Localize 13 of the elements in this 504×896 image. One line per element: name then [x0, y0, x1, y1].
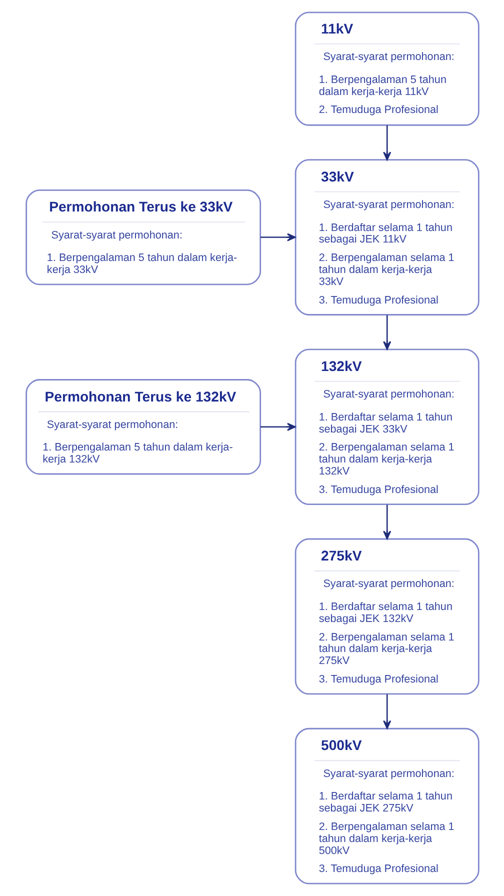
node-box: 11kV Syarat-syarat permohonan: 1. Berpengalaman 5 tahun dalam kerja-kerja 11kV 2. Temuduga Profesional — [294, 12, 479, 126]
arrow — [260, 233, 296, 242]
arrow — [260, 422, 296, 431]
node-box: Permohonan Terus ke 33kV Syarat-syarat permohonan: 1. Berpengalaman 5 tahun dalam kerja-kerja 33kV — [25, 189, 261, 286]
arrow — [382, 125, 391, 160]
arrow — [382, 504, 391, 540]
arrow — [382, 315, 391, 350]
arrow — [382, 694, 391, 729]
node-box: 132kV Syarat-syarat permohonan: 1. Berdaftar selama 1 tahun sebagai JEK 33kV 2. Berpengalaman selama 1 tahun dalam kerja-kerja 132kV 3. Temuduga Profesional — [294, 348, 479, 506]
node-box: 500kV Syarat-syarat permohonan: 1. Berdaftar selama 1 tahun sebagai JEK 275kV 2. Berpengalaman selama 1 tahun dalam kerja-kerja 500kV 3. Temuduga Profesional — [294, 728, 479, 884]
node-box: 275kV Syarat-syarat permohonan: 1. Berdaftar selama 1 tahun sebagai JEK 132kV 2. Berpengalaman selama 1 tahun dalam kerja-kerja 275kV 3. Temuduga Profesional — [294, 538, 479, 695]
node-box: Permohonan Terus ke 132kV Syarat-syarat permohonan: 1. Berpengalaman 5 tahun dalam kerja-kerja 132kV — [25, 379, 261, 475]
node-box: 33kV Syarat-syarat permohonan: 1. Berdaftar selama 1 tahun sebagai JEK 11kV 2. Berpengalaman selama 1 tahun dalam kerja-kerja 33kV 3. Temuduga Profesional — [294, 159, 479, 316]
